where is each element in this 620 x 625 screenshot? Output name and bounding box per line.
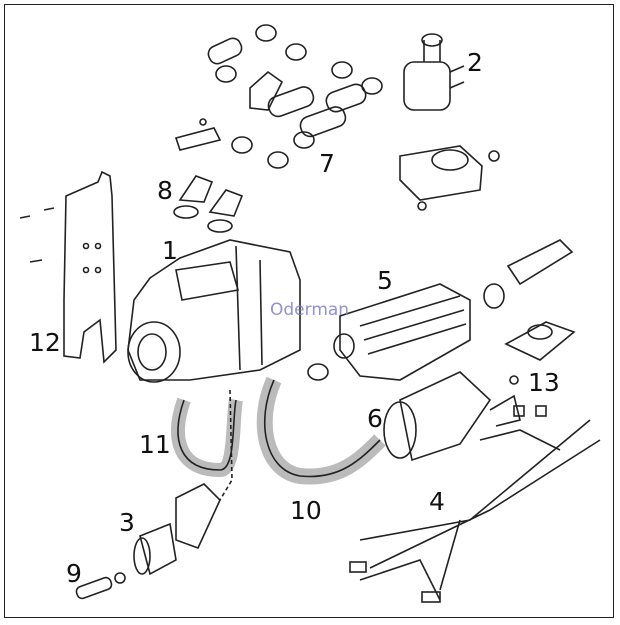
callout-9: 9 [66,559,82,588]
callout-6: 6 [367,404,383,433]
callout-13: 13 [528,368,560,397]
callout-4: 4 [429,487,445,516]
callout-3: 3 [119,508,135,537]
callout-7: 7 [319,149,335,178]
callout-8: 8 [157,176,173,205]
part-13-mount [504,321,576,385]
callout-11: 11 [139,430,171,459]
callout-10: 10 [290,496,322,525]
part-4-wiring-harness [349,419,601,603]
callout-12: 12 [29,328,61,357]
diagram-frame [4,4,614,618]
part-8-elbows [173,175,244,233]
part-12-mounting-bracket [19,170,117,364]
callout-1: 1 [162,236,178,265]
watermark: Oderman [270,300,350,320]
part-6-air-blower [383,371,547,462]
part-3-9-fuel-pump [75,483,221,600]
callout-2: 2 [467,48,483,77]
part-1-heater [127,239,301,383]
callout-5: 5 [377,266,393,295]
part-7-hoses-clamps [174,24,383,169]
part-2-water-pump [399,33,500,211]
part-5-silencer [307,239,574,381]
part-10-11-ducts [171,376,386,501]
